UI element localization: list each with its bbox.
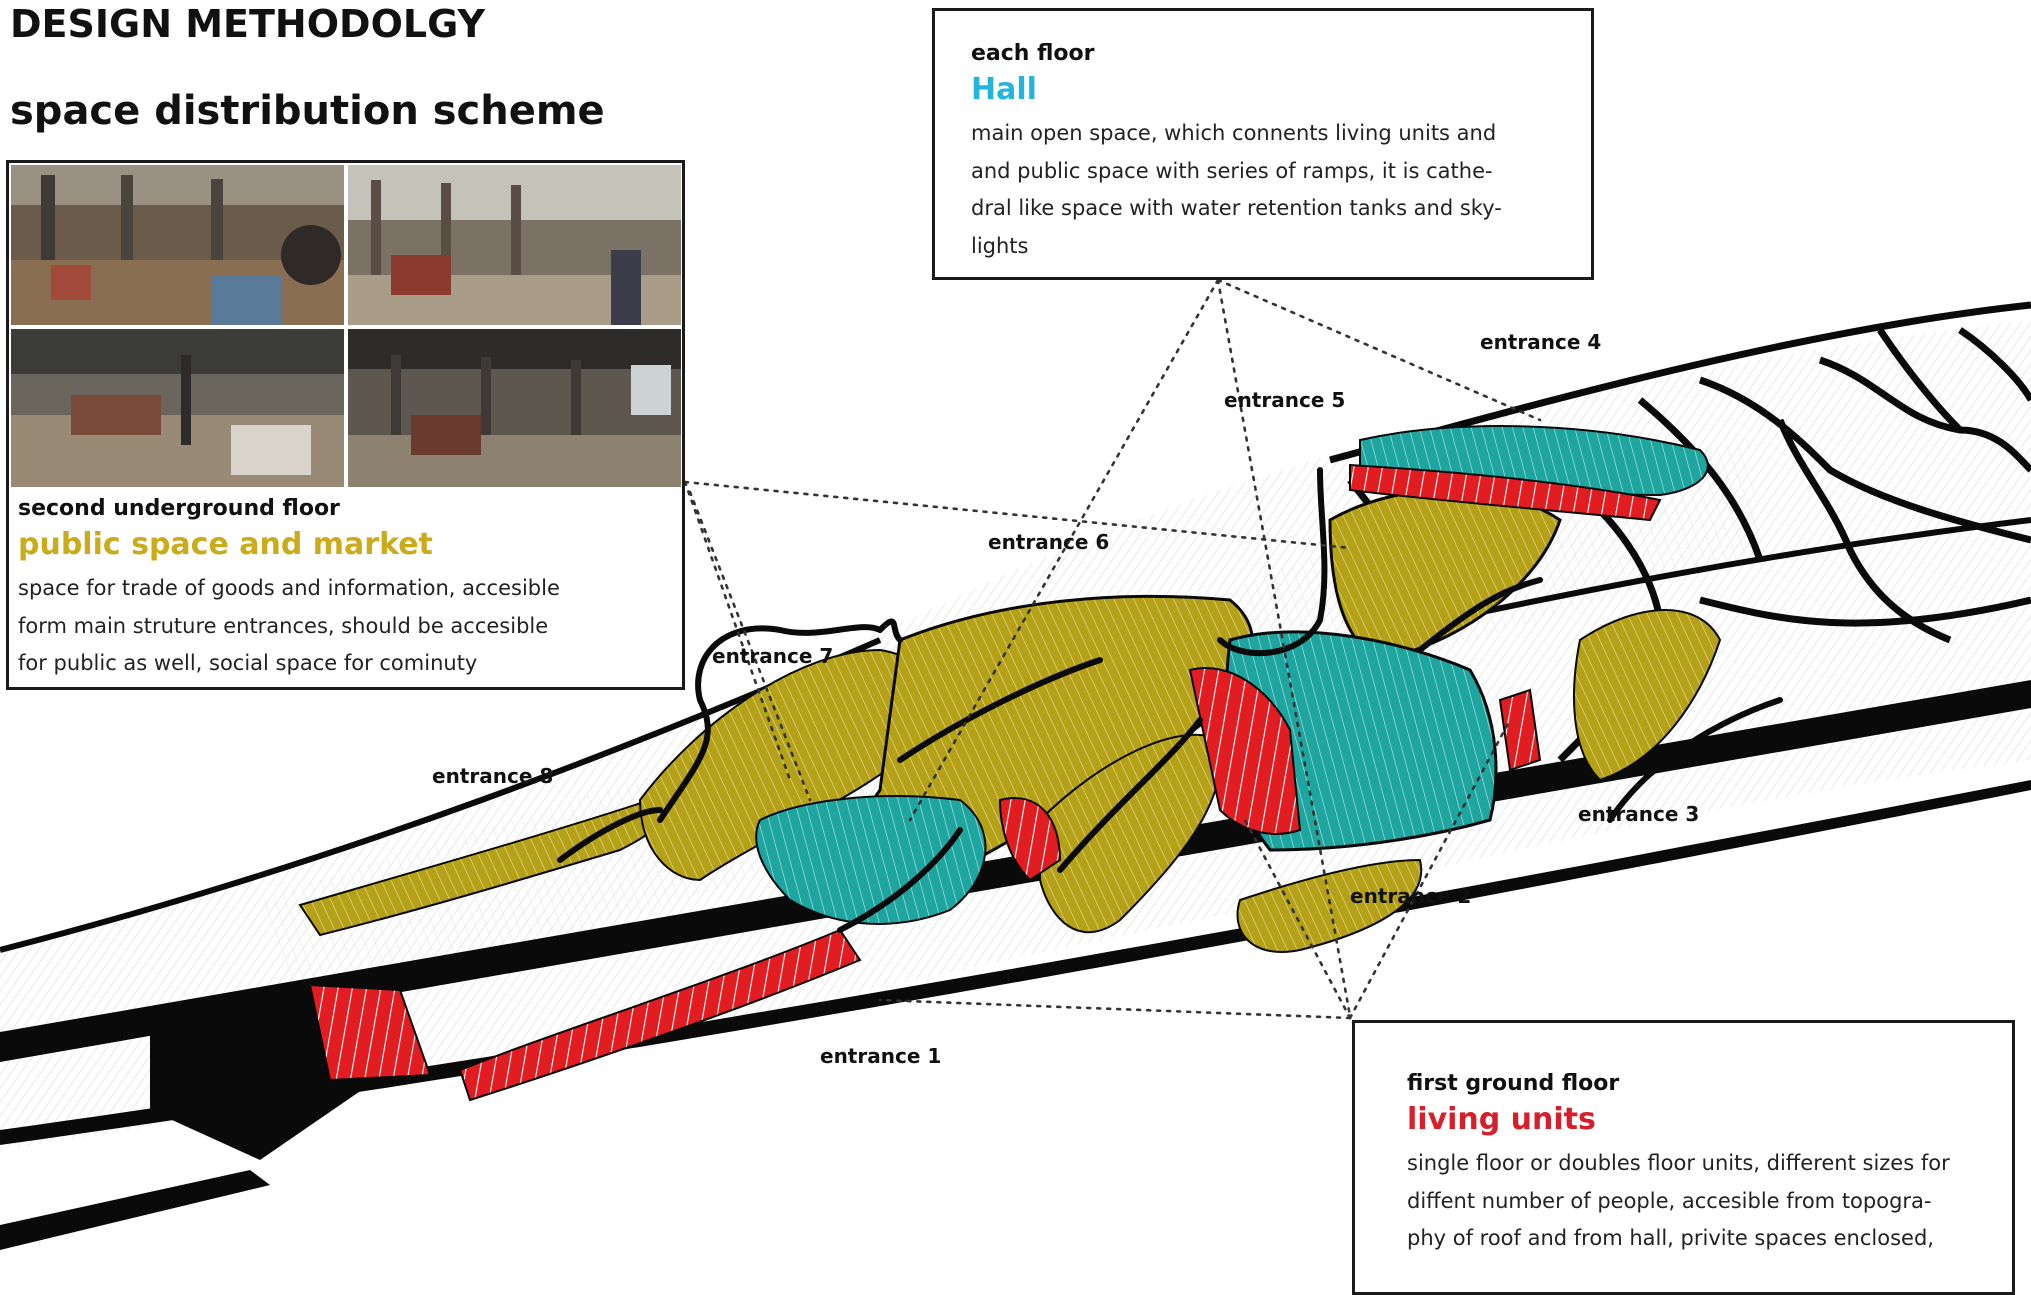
living-description: single floor or doubles floor units, dif… — [1407, 1145, 2012, 1258]
market-photo-1 — [11, 165, 344, 325]
entrance-label-5: entrance 5 — [1224, 388, 1345, 412]
market-description: space for trade of goods and information… — [18, 570, 560, 683]
page-title: DESIGN METHODOLGY — [10, 2, 485, 46]
living-floor-label: first ground floor — [1407, 1071, 2012, 1096]
entrance-label-3: entrance 3 — [1578, 802, 1699, 826]
hall-function-title: Hall — [971, 72, 1591, 107]
entrance-label-2: entrance 2 — [1350, 884, 1471, 908]
market-info-card: second underground floor public space an… — [6, 160, 685, 690]
hall-description: main open space, which connents living u… — [971, 115, 1591, 265]
page-subtitle: space distribution scheme — [10, 88, 605, 134]
market-photo-2 — [348, 165, 681, 325]
entrance-label-7: entrance 7 — [712, 644, 833, 668]
entrance-label-8: entrance 8 — [432, 764, 553, 788]
entrance-label-1: entrance 1 — [820, 1044, 941, 1068]
living-info-card: first ground floor living units single f… — [1352, 1020, 2015, 1295]
market-function-title: public space and market — [18, 527, 560, 562]
hall-info-card: each floor Hall main open space, which c… — [932, 8, 1594, 280]
market-photo-grid — [11, 165, 681, 487]
market-photo-4 — [348, 329, 681, 487]
market-floor-label: second underground floor — [18, 496, 560, 521]
entrance-label-4: entrance 4 — [1480, 330, 1601, 354]
hall-floor-label: each floor — [971, 41, 1591, 66]
market-photo-3 — [11, 329, 344, 487]
entrance-label-6: entrance 6 — [988, 530, 1109, 554]
living-function-title: living units — [1407, 1102, 2012, 1137]
